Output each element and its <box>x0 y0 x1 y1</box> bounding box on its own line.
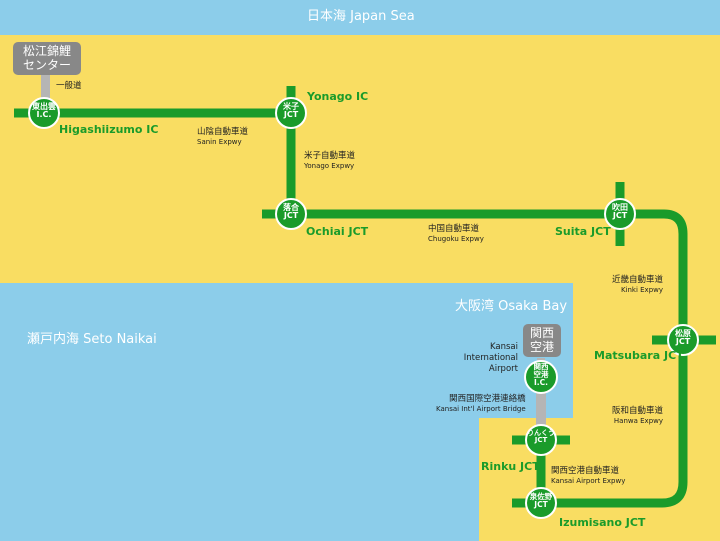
label-osaka-bay: 大阪湾 Osaka Bay <box>455 299 568 314</box>
badge-izumisano-line-2: JCT <box>534 499 548 509</box>
badge-ochiai-line-2: JCT <box>283 211 299 221</box>
badge-kansai-ic: 関西 空港 I.C. <box>526 363 556 387</box>
badge-yonago: 米子 JCT <box>276 102 306 120</box>
sign-airport-line-2: 空港 <box>529 340 554 355</box>
badge-suita-line-2: JCT <box>612 211 628 221</box>
badge-higashiizumo-line-2: I.C. <box>36 110 52 120</box>
road-airport-expwy-en: Kansai Airport Expwy <box>551 476 626 485</box>
route-hanwa <box>541 340 688 508</box>
land-east <box>573 282 720 541</box>
road-label-airport-bridge: 関西国際空港連絡橋 Kansai Int'l Airport Bridge <box>436 394 526 413</box>
road-bridge-ja: 関西国際空港連絡橋 <box>449 394 526 404</box>
road-label-kinki: 近畿自動車道 Kinki Expwy <box>612 275 664 294</box>
badge-matsubara-line-1: 松原 <box>675 329 691 338</box>
name-rinku: Rinku JCT <box>481 460 540 473</box>
label-japan-sea: 日本海 Japan Sea <box>307 9 415 24</box>
name-izumisano: Izumisano JCT <box>559 516 646 529</box>
sign-matsue-line-2: センター <box>22 58 71 73</box>
route-chugoku <box>291 209 688 340</box>
road-bridge-en: Kansai Int'l Airport Bridge <box>436 404 526 413</box>
road-yonago-ja: 米子自動車道 <box>304 151 356 161</box>
sign-matsue-line-1: 松江錦鯉 <box>22 44 71 58</box>
badge-matsubara: 松原 JCT <box>668 329 698 347</box>
badge-kansai-line-3: I.C. <box>534 377 548 387</box>
badge-kansai-line-2: 空港 <box>533 369 549 379</box>
name-higashiizumo: Higashiizumo IC <box>59 123 159 136</box>
badge-ochiai-line-1: 落合 <box>283 203 299 212</box>
road-sanin-en: Sanin Expwy <box>197 137 242 146</box>
connector-ordinary-road <box>41 74 50 106</box>
badge-rinku: りんくう JCT <box>524 429 558 445</box>
badge-izumisano-line-1: 泉佐野 <box>529 492 553 501</box>
badge-kansai-line-1: 関西 <box>533 362 549 371</box>
node-ochiai <box>275 198 307 230</box>
badge-higashiizumo-line-1: 東出雲 <box>32 102 56 111</box>
name-kansai-ic: Kansai International Airport <box>463 342 518 375</box>
label-ordinary-road: 一般道 <box>56 81 82 91</box>
badge-yonago-line-1: 米子 <box>283 102 299 111</box>
road-airport-expwy-ja: 関西空港自動車道 <box>551 466 620 476</box>
name-yonago: Yonago IC <box>307 90 369 103</box>
road-chugoku-en: Chugoku Expwy <box>428 234 484 243</box>
road-label-chugoku: 中国自動車道 Chugoku Expwy <box>428 224 484 243</box>
sign-matsue-koi-center: 松江錦鯉 センター <box>13 42 81 75</box>
road-hanwa-ja: 阪和自動車道 <box>612 406 664 416</box>
land-north <box>0 35 720 283</box>
node-izumisano <box>525 487 557 519</box>
road-label-sanin: 山陰自動車道 Sanin Expwy <box>197 127 249 146</box>
node-kansai-ic <box>524 360 558 394</box>
badge-rinku-line-1: りんくう <box>527 429 555 437</box>
badge-higashiizumo: 東出雲 I.C. <box>29 102 59 120</box>
badge-ochiai: 落合 JCT <box>276 203 306 221</box>
road-chugoku-ja: 中国自動車道 <box>428 224 480 234</box>
road-label-airport-expwy: 関西空港自動車道 Kansai Airport Expwy <box>551 466 626 485</box>
name-suita: Suita JCT <box>555 225 611 238</box>
badge-izumisano: 泉佐野 JCT <box>524 493 558 509</box>
node-higashiizumo <box>28 97 60 129</box>
node-matsubara <box>667 324 699 356</box>
road-label-yonago: 米子自動車道 Yonago Expwy <box>304 151 356 170</box>
badge-yonago-line-2: JCT <box>283 110 299 120</box>
connector-airport-bridge <box>536 390 546 426</box>
node-rinku <box>525 424 557 456</box>
label-seto-naikai: 瀬戸内海 Seto Naikai <box>27 332 157 347</box>
sign-airport-line-1: 関西 <box>529 326 554 340</box>
name-matsubara: Matsubara JCT <box>594 349 684 362</box>
sign-kansai-airport: 関西 空港 <box>523 324 561 357</box>
badge-rinku-line-2: JCT <box>534 436 548 445</box>
badge-matsubara-line-2: JCT <box>675 337 691 347</box>
road-kinki-ja: 近畿自動車道 <box>612 275 664 285</box>
road-hanwa-en: Hanwa Expwy <box>613 416 664 425</box>
road-yonago-en: Yonago Expwy <box>304 161 355 170</box>
node-yonago <box>275 97 307 129</box>
badge-suita: 吹田 JCT <box>605 203 635 221</box>
road-kinki-en: Kinki Expwy <box>620 285 664 294</box>
name-ochiai: Ochiai JCT <box>306 225 369 238</box>
road-sanin-ja: 山陰自動車道 <box>197 127 249 137</box>
badge-suita-line-1: 吹田 <box>612 203 628 212</box>
road-label-hanwa: 阪和自動車道 Hanwa Expwy <box>612 406 664 425</box>
node-suita <box>604 198 636 230</box>
